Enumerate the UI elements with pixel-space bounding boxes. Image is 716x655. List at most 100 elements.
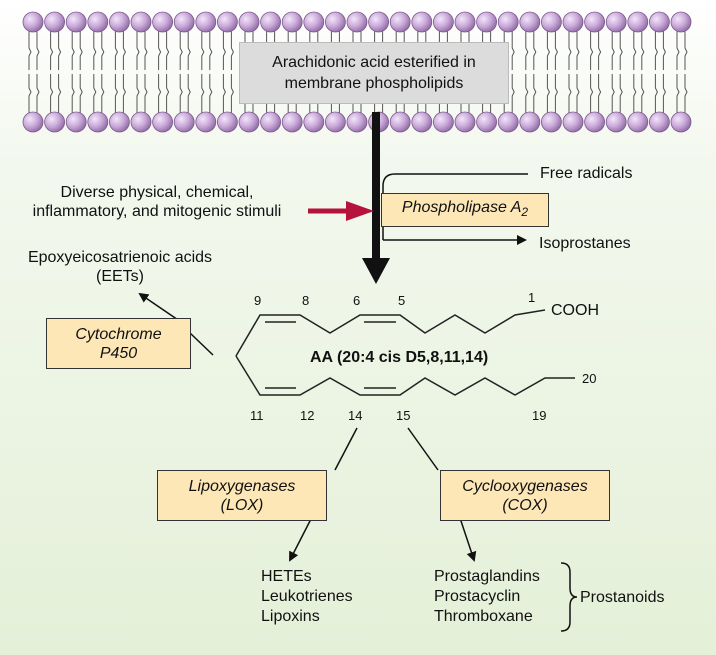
phospholipid-head <box>584 11 605 33</box>
lipid-tail <box>230 30 234 70</box>
arachidonic-acid-structure <box>235 309 575 396</box>
lipid-tail <box>209 30 213 70</box>
lox-line1: Lipoxygenases <box>188 477 296 495</box>
lipid-tail <box>36 30 40 70</box>
phospholipid-head <box>562 111 584 133</box>
phospholipid-head <box>238 111 260 133</box>
lipid-tail <box>511 30 515 70</box>
phospholipid-head <box>65 11 87 33</box>
lipid-tail <box>50 30 54 70</box>
phospholipid-head <box>627 11 649 33</box>
phospholipid-head <box>173 11 195 33</box>
phospholipid-head <box>22 111 44 133</box>
phospholipid-head <box>389 111 411 133</box>
phospholipid-head <box>303 11 325 33</box>
lipid-tail <box>71 30 75 70</box>
lipid-tail <box>79 30 83 70</box>
phospholipid-head <box>109 111 130 133</box>
lipid-tail <box>533 74 537 114</box>
membrane-label-line1: Arachidonic acid esterified in <box>272 54 476 71</box>
phospholipid-head <box>519 111 541 133</box>
phospholipase-box: Phospholipase A2 <box>381 193 549 227</box>
lipid-tail <box>641 30 645 70</box>
lox-products-arrow <box>289 516 313 562</box>
lipid-tail <box>576 30 580 70</box>
phospholipid-head <box>346 111 368 133</box>
phospholipid-head <box>87 111 109 133</box>
phospholipid-head <box>130 111 152 133</box>
lipid-tail <box>568 30 572 70</box>
phospholipid-heads <box>22 11 692 133</box>
lipid-tail <box>676 74 680 114</box>
lipid-tail <box>533 30 537 70</box>
lipid-tail <box>187 74 191 114</box>
main-pathway-arrowhead <box>362 258 390 284</box>
phospholipid-head <box>87 11 109 33</box>
phospholipid-head <box>130 11 152 33</box>
free-radicals-arrow <box>382 173 528 240</box>
cytochrome-line1: Cytochrome <box>75 325 162 343</box>
cytochrome-box: Cytochrome P450 <box>46 318 191 369</box>
lipid-tail <box>525 74 529 114</box>
phospholipid-head <box>260 11 282 33</box>
phospholipid-head <box>152 111 174 133</box>
phospholipase-label: Phospholipase A2 <box>402 198 528 222</box>
phospholipid-head <box>454 11 476 33</box>
lipid-tail <box>641 74 645 114</box>
lipid-tail <box>554 74 558 114</box>
phospholipid-head <box>476 11 498 33</box>
phospholipid-head <box>649 111 670 133</box>
lipid-tail <box>611 30 615 70</box>
prostanoids-brace <box>560 562 578 632</box>
phospholipid-head <box>368 11 390 33</box>
lox-products-list: HETEs Leukotrienes Lipoxins <box>261 567 353 627</box>
carbon-19: 19 <box>532 408 547 423</box>
phospholipid-head <box>216 111 238 133</box>
lipid-tail <box>633 30 637 70</box>
lipid-tail <box>36 74 40 114</box>
stimuli-line1: Diverse physical, chemical, <box>60 184 254 201</box>
lipid-tail <box>546 30 550 70</box>
phospholipid-head <box>584 111 605 133</box>
lipid-tail <box>598 74 602 114</box>
membrane-label: Arachidonic acid esterified in membrane … <box>239 42 509 104</box>
carbon-9: 9 <box>254 293 262 308</box>
lipid-tail <box>590 30 594 70</box>
prostanoids-label: Prostanoids <box>580 589 665 606</box>
phospholipid-head <box>562 11 584 33</box>
lipid-tail <box>619 30 623 70</box>
list-item: Leukotrienes <box>261 588 353 605</box>
lox-connector <box>334 427 358 471</box>
lipid-tail <box>144 74 148 114</box>
lipid-tail <box>166 30 170 70</box>
lipid-tail <box>662 74 666 114</box>
carbon-5: 5 <box>398 293 406 308</box>
stimuli-line2: inflammatory, and mitogenic stimuli <box>32 203 282 220</box>
list-item: HETEs <box>261 568 312 585</box>
lipid-tail <box>590 74 594 114</box>
list-item: Thromboxane <box>434 608 533 625</box>
lipid-tail <box>136 74 140 114</box>
eets-label: Epoxyeicosatrienoic acids (EETs) <box>13 248 227 286</box>
phospholipid-head <box>670 11 692 33</box>
phospholipid-head <box>605 111 627 133</box>
phospholipid-head <box>476 111 498 133</box>
phospholipid-head <box>324 11 346 33</box>
lipid-tail <box>222 30 226 70</box>
carbon-14: 14 <box>348 408 363 423</box>
phospholipase-name: Phospholipase A <box>401 198 522 216</box>
lipid-tail <box>166 74 170 114</box>
isoprostanes-label: Isoprostanes <box>539 235 631 252</box>
carbon-11: 11 <box>250 408 264 423</box>
lipid-tail <box>122 74 126 114</box>
phospholipid-head <box>432 111 454 133</box>
lipid-tail <box>136 30 140 70</box>
cox-products-list: Prostaglandins Prostacyclin Thromboxane <box>434 567 540 627</box>
carbon-6: 6 <box>353 293 361 308</box>
cytochrome-line2: P450 <box>99 344 138 362</box>
membrane-label-line2: membrane phospholipids <box>284 75 464 92</box>
phospholipid-head <box>541 11 562 33</box>
phospholipid-head <box>627 111 649 133</box>
